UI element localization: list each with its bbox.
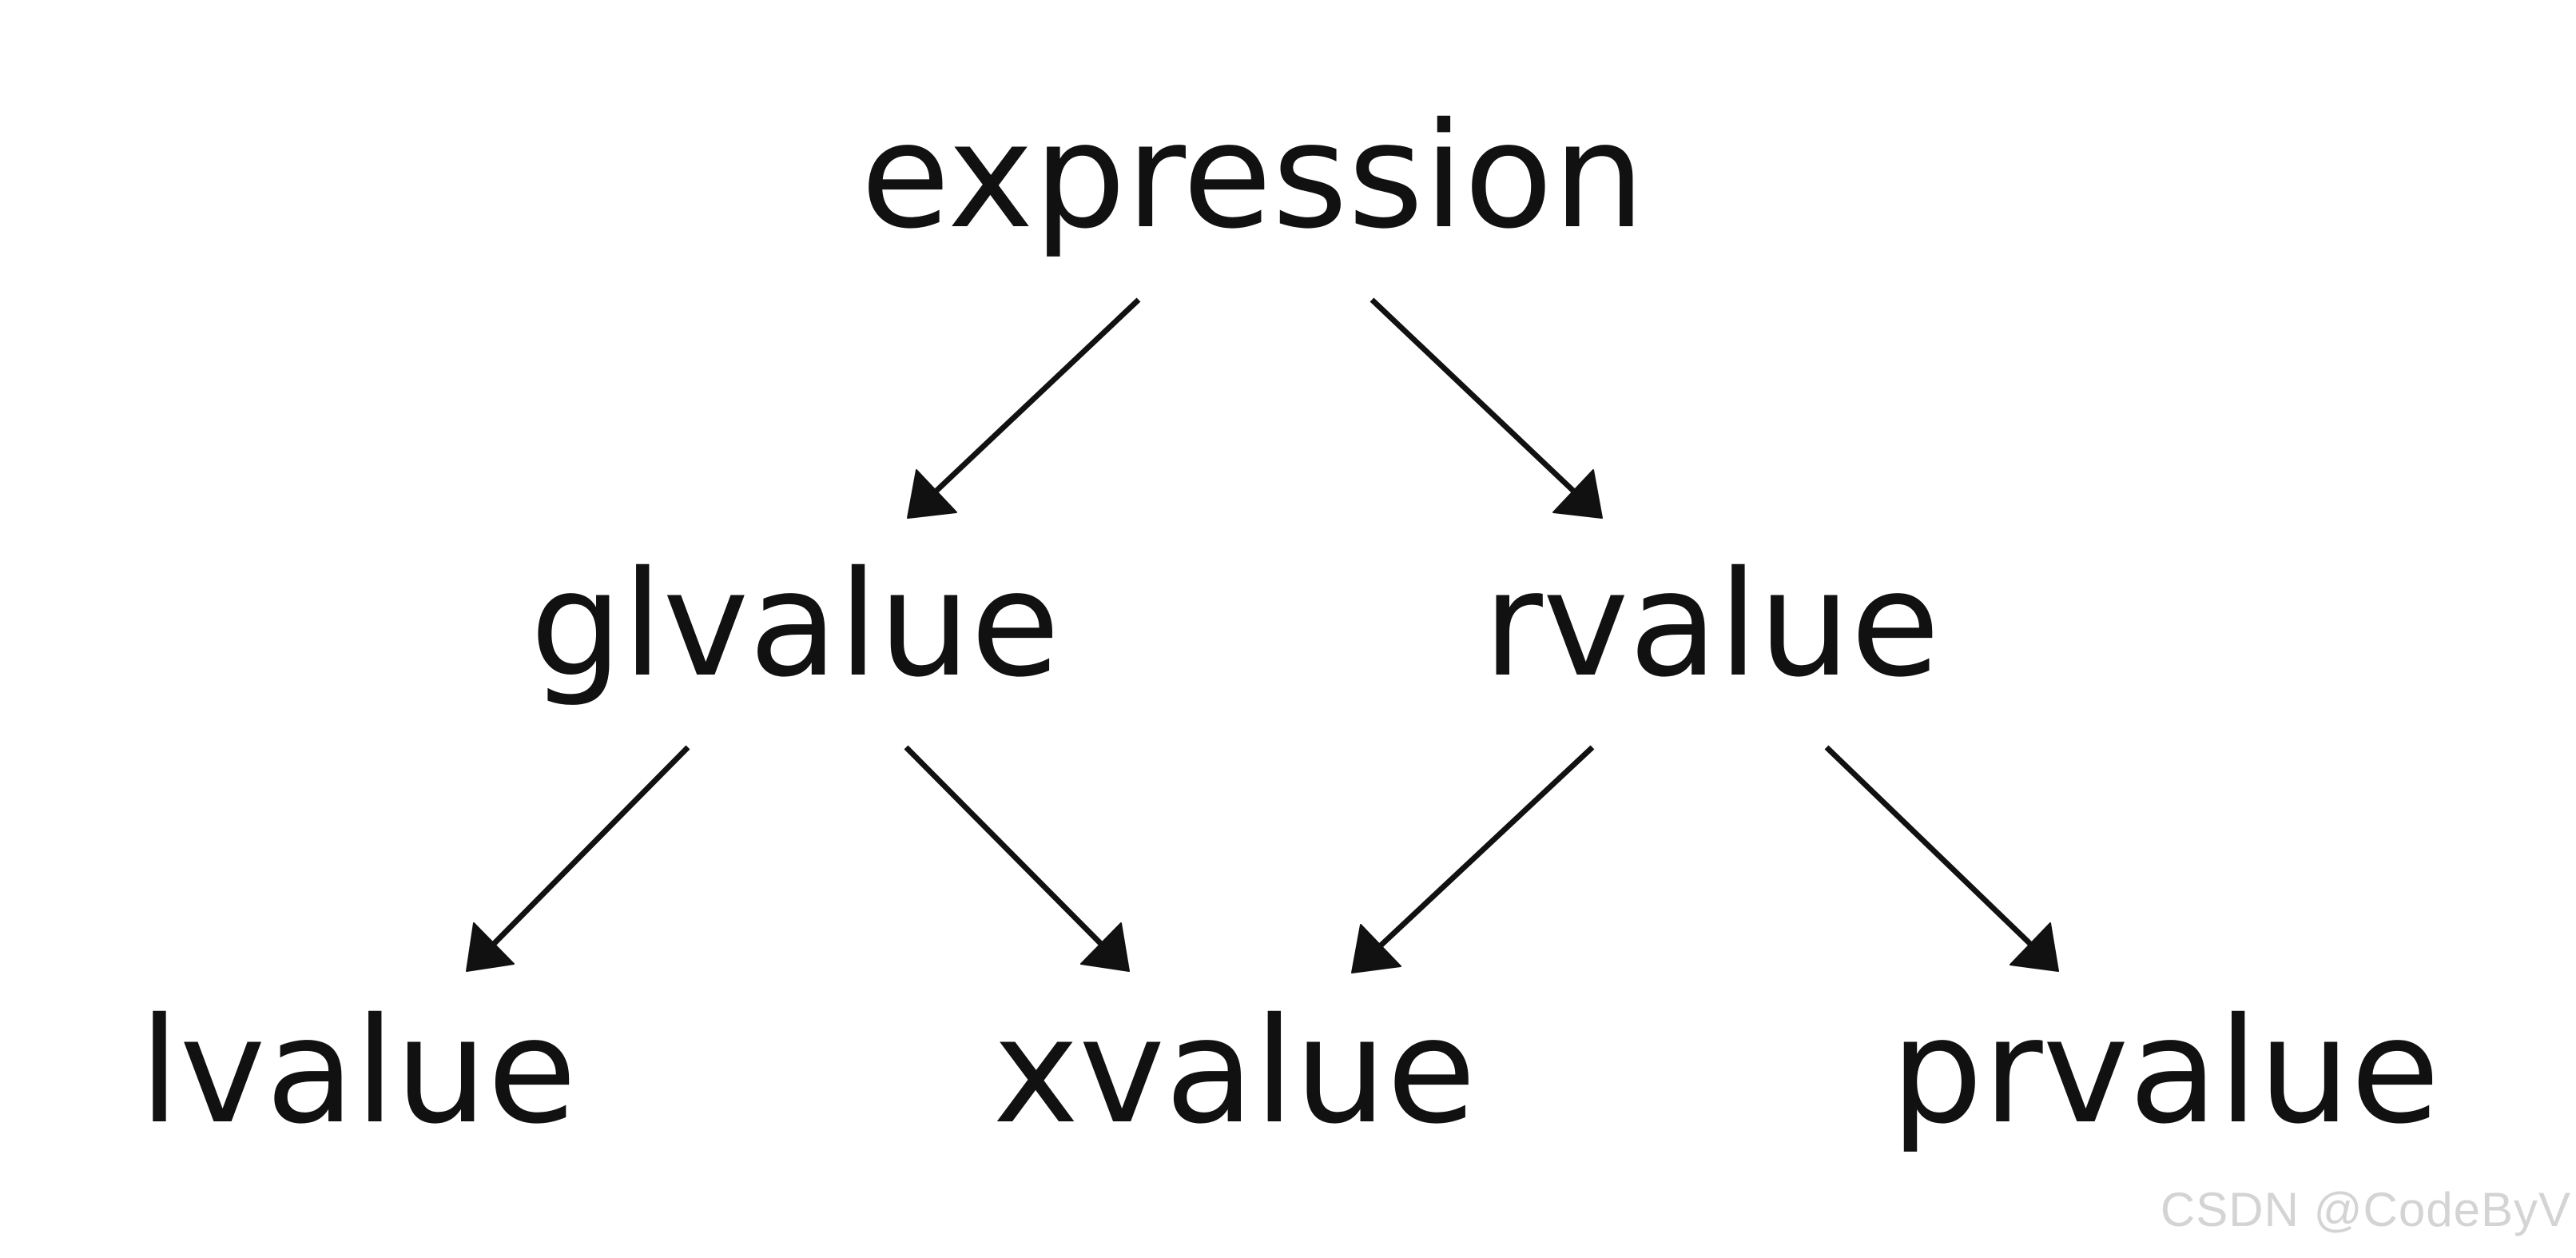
edge-expression-to-rvalue (1369, 297, 1603, 519)
arrowhead (1552, 469, 1603, 519)
node-rvalue: rvalue (1483, 539, 1940, 709)
edge-line (1824, 745, 2033, 946)
arrowhead (466, 922, 515, 972)
edge-glvalue-to-xvalue (904, 745, 1130, 972)
edge-rvalue-to-prvalue (1824, 745, 2059, 972)
edge-line (904, 745, 1103, 946)
node-xvalue: xvalue (993, 986, 1477, 1156)
nodes: expression glvalue rvalue lvalue xvalue … (139, 91, 2440, 1156)
arrowhead (1080, 922, 1130, 972)
edge-glvalue-to-lvalue (466, 745, 690, 972)
edge-expression-to-glvalue (907, 297, 1141, 519)
node-expression: expression (861, 91, 1645, 261)
node-prvalue: prvalue (1890, 986, 2439, 1156)
edge-line (934, 297, 1141, 493)
arrowhead (907, 469, 957, 519)
edges (466, 297, 2059, 973)
edge-rvalue-to-xvalue (1351, 745, 1595, 973)
node-lvalue: lvalue (139, 986, 577, 1156)
edge-line (1378, 745, 1595, 948)
arrowhead (1351, 924, 1401, 973)
node-glvalue: glvalue (530, 539, 1059, 709)
arrowhead (2010, 922, 2059, 972)
watermark-text: CSDN @CodeByV (2160, 1183, 2571, 1236)
edge-line (491, 745, 690, 946)
edge-line (1369, 297, 1576, 493)
